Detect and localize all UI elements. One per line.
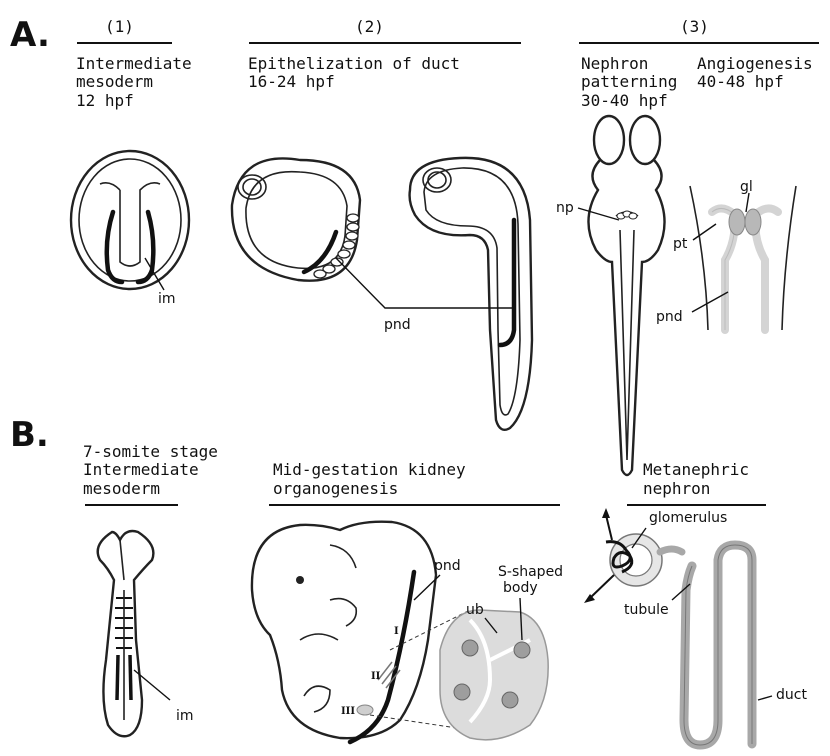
a3-right-line-1: Angiogenesis <box>697 54 813 73</box>
b3-glomerulus-label: glomerulus <box>649 510 727 526</box>
a2-pnd-label: pnd <box>384 317 411 333</box>
a1-line-3: 12 hpf <box>76 91 134 110</box>
a2-line-2: 16-24 hpf <box>248 72 335 91</box>
a2-pnd-leader <box>336 258 512 308</box>
b3-duct-leader <box>758 696 772 700</box>
a3-np-label: np <box>556 200 574 216</box>
a3-pnd-label: pnd <box>656 309 683 325</box>
a2-line-1: Epithelization of duct <box>248 54 460 73</box>
b2-pnd-label: pnd <box>434 558 461 574</box>
a1-im-label: im <box>158 291 176 307</box>
a2-tail-embryo-drawing <box>410 158 532 430</box>
b2-roman-2: II <box>371 671 381 682</box>
a2-number: (2) <box>355 17 384 36</box>
b1-embryo-drawing <box>98 531 154 736</box>
a3-angiogenesis-drawing <box>690 186 796 330</box>
b3-line-2: nephron <box>643 479 710 498</box>
b2-sbody-label-2: body <box>503 580 538 596</box>
b3-duct-label: duct <box>776 687 807 703</box>
a1-number: (1) <box>105 17 134 36</box>
b2-ub-label: ub <box>466 602 484 618</box>
a3-number: (3) <box>680 17 709 36</box>
a3-right-line-2: 40-48 hpf <box>697 72 784 91</box>
b3-line-1: Metanephric <box>643 460 749 479</box>
panel-a-letter: A. <box>10 15 50 55</box>
a1-line-1: Intermediate <box>76 54 192 73</box>
a3-left-line-3: 30-40 hpf <box>581 91 668 110</box>
b2-line-2: organogenesis <box>273 479 398 498</box>
a1-embryo-drawing <box>71 151 189 289</box>
b1-line-3: mesoderm <box>83 479 160 498</box>
a3-pt-label: pt <box>673 236 688 252</box>
b2-roman-3: III <box>341 706 355 717</box>
panel-b-letter: B. <box>10 415 49 455</box>
b3-tubule-label: tubule <box>624 602 669 618</box>
b2-roman-1: I <box>394 626 399 637</box>
a1-line-2: mesoderm <box>76 72 153 91</box>
b2-line-1: Mid-gestation kidney <box>273 460 466 479</box>
a3-gl-label: gl <box>740 179 753 195</box>
b2-sbody-label-1: S-shaped <box>498 564 563 580</box>
b1-line-1: 7-somite stage <box>83 442 218 461</box>
a3-left-line-1: Nephron <box>581 54 648 73</box>
a3-np-leader <box>578 208 619 220</box>
b2-embryo-drawing <box>252 522 548 742</box>
b1-im-label: im <box>176 708 194 724</box>
a3-larva-drawing <box>588 116 664 475</box>
a3-gl-leader <box>746 193 749 212</box>
a3-left-line-2: patterning <box>581 72 677 91</box>
a3-pt-leader <box>693 224 716 240</box>
b2-pnd-leader <box>414 575 440 600</box>
b1-line-2: Intermediate <box>83 460 199 479</box>
b3-nephron-drawing <box>584 508 752 745</box>
